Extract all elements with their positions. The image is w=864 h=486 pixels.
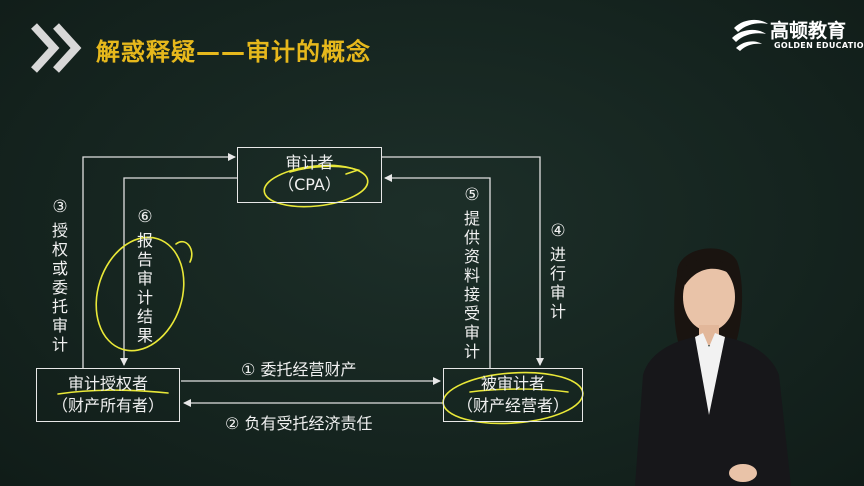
page-title: 解惑释疑——审计的概念 [96,38,371,66]
flow-3-label: ③ 授权或委托审计 [50,197,70,355]
annotation-circle-cpa [263,164,369,208]
logo-swoosh-icon [732,19,768,51]
arrow-4-audit [382,156,544,366]
annotation-tail-report [175,240,193,263]
logo-brand-text: 高顿教育 [770,20,847,42]
flow-1-text: 委托经营财产 [260,360,357,379]
flow-2-text: 负有受托经济责任 [244,414,373,433]
presenter-figure [635,248,791,486]
flow-5-label: ⑤ 提供资料接受审计 [462,185,482,362]
logo-subtitle: GOLDEN EDUCATION [774,41,864,50]
auditee-label: 被审计者 [480,374,545,393]
authorizer-box: 审计授权者 （财产所有者） [36,368,180,422]
flow-6-label: ⑥ 报告审计结果 [135,207,155,346]
annotation-circle-report [95,236,185,352]
flow-1-label: ① 委托经营财产 [241,356,356,380]
flow-3-text: 授权或委托审计 [51,221,68,354]
flow-6-text: 报告审计结果 [136,231,153,345]
annotation-underline-auditee [469,388,569,393]
flow-4-label: ④ 进行审计 [548,221,568,322]
auditor-box: 审计者 （CPA） [237,147,382,203]
annotation-underline-authorizer [57,389,169,395]
flow-1-number: ① [241,360,256,379]
auditor-label: 审计者 [285,153,334,172]
authorizer-sublabel: （财产所有者） [51,396,164,415]
auditee-box: 被审计者 （财产经营者） [443,368,583,422]
brand-logo: 高顿教育 GOLDEN EDUCATION [730,12,864,56]
flow-3-number: ③ [52,197,68,217]
flow-2-label: ② 负有受托经济责任 [225,410,372,434]
flow-4-text: 进行审计 [549,245,566,321]
flow-6-number: ⑥ [137,207,153,227]
arrow-3-authorize [82,153,236,368]
arrow-6-report [120,177,237,366]
arrow-5-provide [384,174,491,368]
authorizer-label: 审计授权者 [67,374,148,393]
flow-5-number: ⑤ [464,185,480,205]
flow-5-text: 提供资料接受审计 [463,209,480,361]
flow-2-number: ② [225,414,240,433]
auditor-sublabel: （CPA） [278,175,341,194]
auditee-sublabel: （财产经营者） [456,396,569,415]
flow-4-number: ④ [550,221,566,241]
annotation-underline-cpa [289,165,361,175]
double-chevron-icon [31,23,82,73]
